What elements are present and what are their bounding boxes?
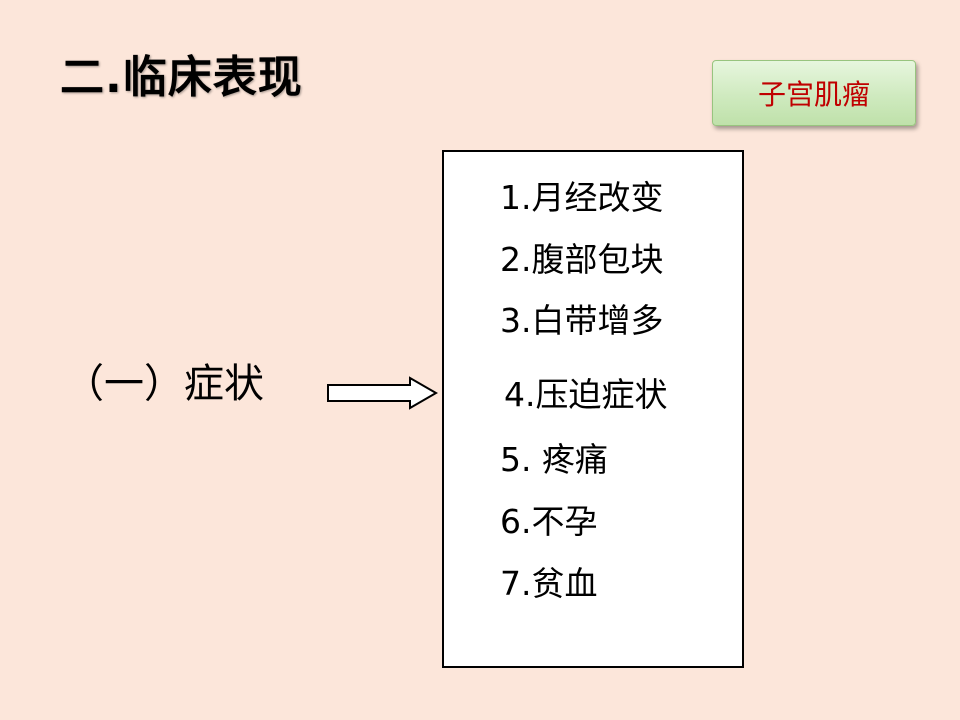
section-label: （一）症状 [64, 361, 264, 407]
symptom-item: 6.不孕 [500, 502, 598, 541]
symptom-item: 3.白带增多 [500, 301, 664, 340]
slide-title: 二.临床表现 [60, 52, 303, 103]
symptom-list-box: 1.月经改变 2.腹部包块 3.白带增多 4.压迫症状 5. 疼痛 6.不孕 7… [442, 150, 744, 668]
topic-tag-button[interactable]: 子宫肌瘤 [712, 60, 916, 126]
symptom-item: 2.腹部包块 [500, 240, 664, 279]
double-arrow-right-icon [327, 376, 438, 410]
symptom-item: 5. 疼痛 [500, 440, 608, 479]
symptom-item: 4.压迫症状 [504, 375, 668, 414]
symptom-item: 7.贫血 [500, 564, 598, 603]
symptom-item: 1.月经改变 [500, 178, 664, 217]
